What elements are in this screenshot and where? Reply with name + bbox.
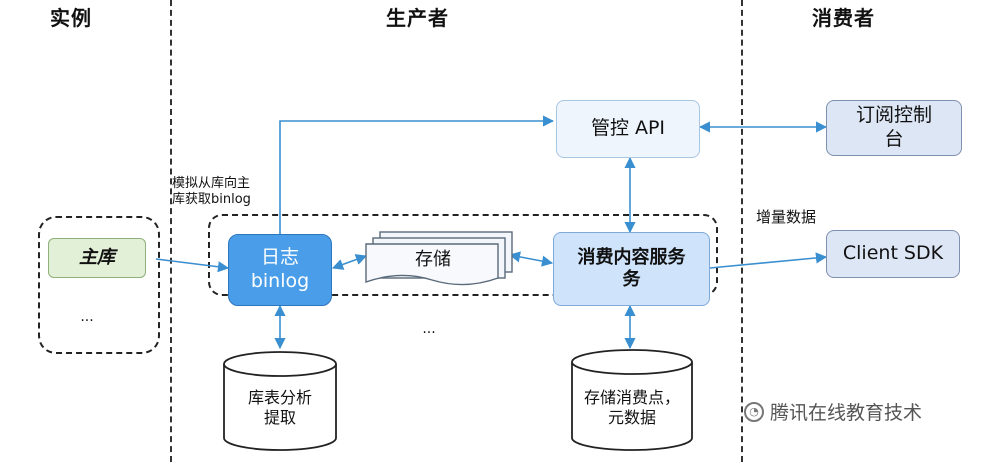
db-extract-label: 库表分析 提取 — [224, 384, 336, 432]
consume-service-line-2: 务 — [622, 269, 641, 290]
db-extract-line-2: 提取 — [263, 408, 296, 427]
db-checkpoint-cylinder — [571, 349, 693, 451]
client-sdk-node: Client SDK — [826, 230, 960, 278]
arrow-storage-service — [508, 251, 554, 267]
db-extract-cylinder — [223, 351, 337, 451]
db-checkpoint-label: 存储消费点， 元数据 — [568, 384, 696, 432]
arrow-service-to-sdk — [709, 252, 828, 269]
note-line-1: 模拟从库向主 — [172, 176, 251, 191]
db-checkpoint-line-1: 存储消费点， — [583, 388, 680, 407]
header-instance: 实例 — [50, 6, 92, 30]
consume-service-line-1: 消费内容服务 — [577, 246, 686, 268]
note-line-2: 库获取binlog — [172, 191, 251, 207]
subscribe-console-line-2: 台 — [884, 128, 904, 150]
watermark: ◔ 腾讯在线教育技术 — [744, 398, 922, 425]
subscribe-console-line-1: 订阅控制 — [855, 104, 932, 127]
wechat-icon: ◔ — [744, 401, 764, 422]
arrow-binlog-storage — [331, 254, 368, 270]
incremental-data-label: 增量数据 — [756, 208, 817, 226]
producer-pipeline-group — [208, 214, 718, 296]
divider-producer-consumer — [741, 0, 743, 462]
divider-instance-producer — [170, 0, 172, 462]
db-extract-line-1: 库表分析 — [247, 388, 312, 407]
arrow-master-to-binlog — [155, 258, 230, 273]
storage-label: 存储 — [415, 248, 451, 270]
log-binlog-line-2: binlog — [250, 270, 310, 292]
storage-shape — [365, 231, 513, 286]
log-binlog-line-1: 日志 — [260, 246, 299, 269]
log-binlog-node: 日志 binlog — [228, 234, 332, 306]
producer-ellipsis: ... — [422, 321, 436, 338]
simulate-slave-note: 模拟从库向主 库获取binlog — [172, 176, 251, 207]
master-db-node: 主库 — [48, 238, 146, 278]
header-consumer: 消费者 — [812, 6, 875, 30]
instance-ellipsis: ... — [80, 309, 94, 326]
db-checkpoint-line-2: 元数据 — [607, 408, 656, 427]
instance-group — [38, 216, 160, 354]
subscribe-console-node: 订阅控制 台 — [826, 100, 962, 156]
arrow-binlog-to-api — [279, 115, 555, 236]
control-api-node: 管控 API — [556, 100, 700, 158]
consume-service-node: 消费内容服务 务 — [553, 232, 710, 306]
header-producer: 生产者 — [386, 6, 449, 30]
watermark-text: 腾讯在线教育技术 — [770, 402, 923, 424]
